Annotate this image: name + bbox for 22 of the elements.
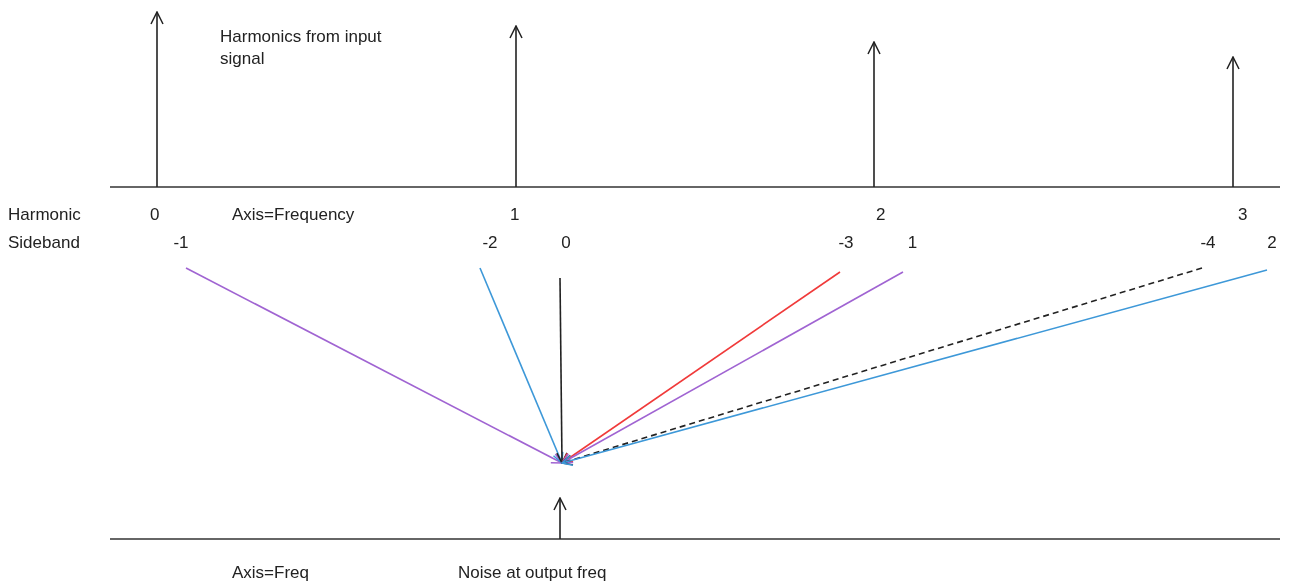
axis-label: Sideband xyxy=(8,232,80,254)
axis-label: Axis=Frequency xyxy=(232,204,355,226)
arrow xyxy=(561,271,904,464)
sideband-number: -1 xyxy=(169,232,193,268)
sideband-number: 0 xyxy=(554,232,578,278)
axis-label: 2 xyxy=(876,204,886,226)
axis-label: Noise at output freq xyxy=(458,562,607,583)
arrow xyxy=(561,271,841,464)
sideband-number: 1 xyxy=(900,232,925,272)
axis-label: 0 xyxy=(150,204,160,226)
sideband-number: -2 xyxy=(477,232,503,268)
axis-label: Harmonic xyxy=(8,204,81,226)
sideband-number: -3 xyxy=(834,232,858,272)
axis-label: Axis=Freq xyxy=(232,562,309,583)
axis-label: Harmonics from input signal xyxy=(220,26,383,70)
arrow xyxy=(185,267,563,464)
arrow xyxy=(479,267,564,464)
sideband-number: -4 xyxy=(1196,232,1220,268)
axis-label: 1 xyxy=(510,204,520,226)
arrow xyxy=(556,277,568,464)
sideband-number: 2 xyxy=(1260,232,1284,270)
axis-label: 3 xyxy=(1238,204,1248,226)
